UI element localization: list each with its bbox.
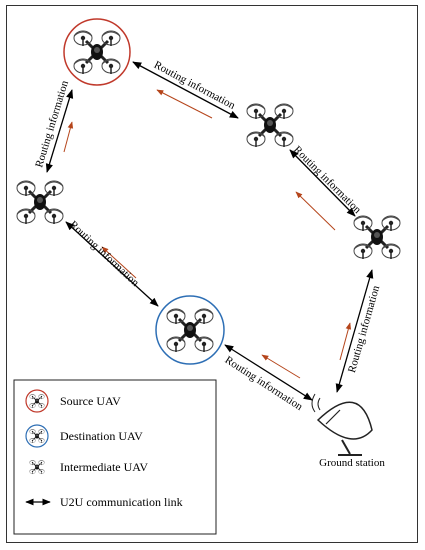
- link-destination-to-ground: [224, 344, 313, 401]
- legend-item-destination: Destination UAV: [25, 424, 143, 448]
- link-source-to-inter1: [132, 61, 239, 119]
- legend-box: [13, 379, 217, 535]
- source-uav-icon: [72, 29, 122, 76]
- ground-station-label: Ground station: [319, 457, 385, 469]
- legend-item-intermediate: Intermediate UAV: [30, 460, 148, 474]
- intermediate-uav-icon: [245, 102, 295, 149]
- source-uav-circle: [63, 18, 131, 86]
- destination-uav-circle: [155, 295, 225, 365]
- legend-label: U2U communication link: [60, 495, 183, 509]
- link-label: Routing information: [67, 219, 141, 290]
- routing-arrow: [63, 121, 74, 153]
- link-inter2-to-destination: [65, 221, 159, 307]
- routing-arrow: [339, 322, 352, 361]
- intermediate-uav-icon: [352, 214, 402, 261]
- legend-label: Source UAV: [60, 394, 121, 408]
- link-inter3-to-ground: [335, 269, 374, 393]
- legend-item-source: Source UAV: [25, 389, 121, 413]
- link-inter1-to-inter3: [289, 149, 356, 217]
- intermediate-uav-icon: [15, 179, 65, 226]
- routing-arrow: [101, 246, 137, 279]
- routing-arrow: [156, 89, 213, 119]
- link-label: Routing information: [152, 59, 238, 112]
- legend-item-link: U2U communication link: [25, 495, 183, 509]
- legend-label: Destination UAV: [60, 429, 143, 443]
- routing-arrow: [261, 354, 301, 379]
- routing-arrow: [295, 191, 336, 231]
- legend-label: Intermediate UAV: [60, 460, 148, 474]
- destination-uav-icon: [165, 307, 215, 354]
- link-source-to-inter2: [45, 89, 74, 173]
- link-label: Routing information: [223, 354, 306, 413]
- ground-station-icon: [311, 393, 373, 456]
- link-label: Routing information: [291, 144, 364, 217]
